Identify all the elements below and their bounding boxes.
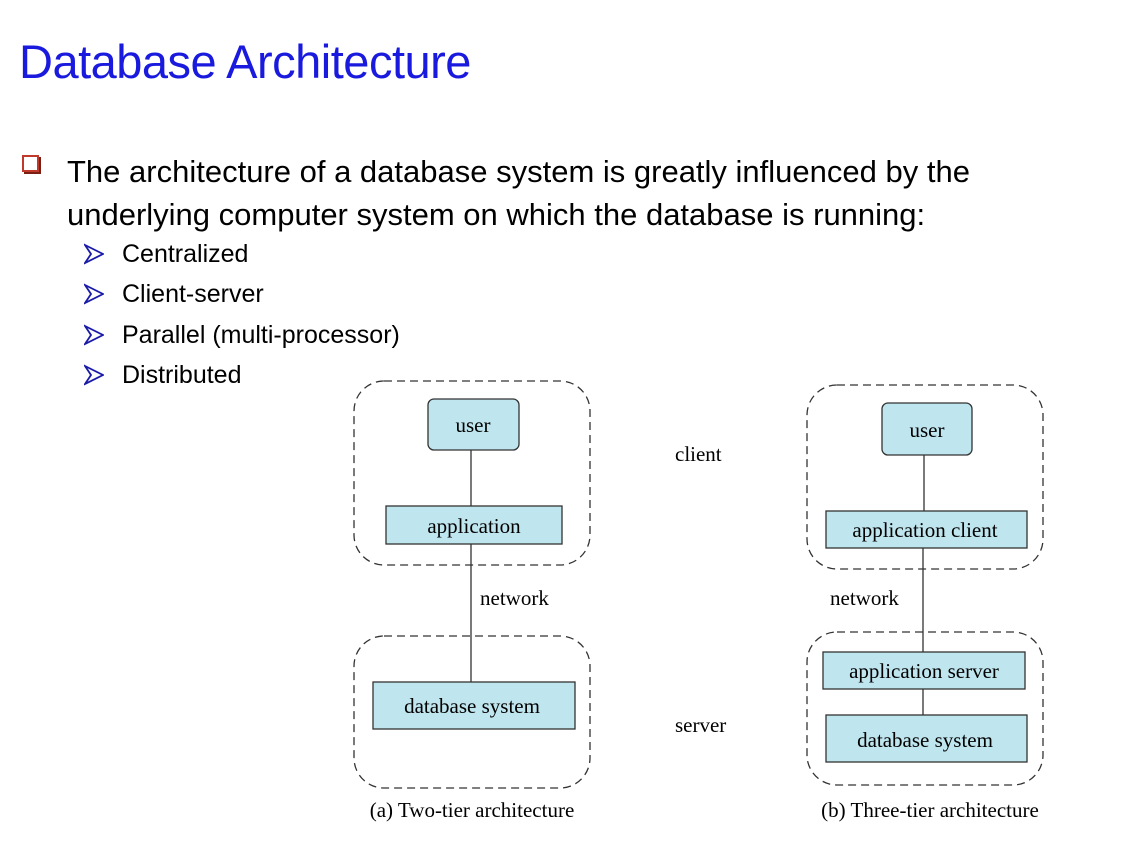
two-tier-user-label: user [456,413,491,437]
three-tier-app-server-box [822,651,1026,690]
arrow-bullet-icon [84,364,104,386]
two-tier-database-box [372,681,576,730]
arrow-bullet-icon [84,324,104,346]
sub-item-label: Centralized [122,240,249,268]
two-tier-network-label: network [480,586,549,610]
two-tier-user-box [427,398,520,451]
two-tier-database-label: database system [404,694,540,718]
arrow-bullet-icon [84,283,104,305]
three-tier-network-label: network [830,586,899,610]
three-tier-caption: (b) Three-tier architecture [821,798,1039,822]
two-tier-server-region [353,635,591,789]
three-tier-app-client-label: application client [852,518,997,542]
sub-item-label: Distributed [122,361,242,389]
three-tier-app-client-box [825,510,1028,549]
three-tier-user-label: user [910,418,945,442]
three-tier-app-server-label: application server [849,659,999,683]
arrow-bullet-icon [84,243,104,265]
page-title: Database Architecture [19,35,471,88]
three-tier-client-region [806,384,1044,570]
three-tier-user-box [881,402,973,456]
square-bullet-icon [22,155,39,172]
three-tier-database-label: database system [857,728,993,752]
client-label: client [675,442,722,466]
main-bullet-text: The architecture of a database system is… [67,154,970,232]
sub-item-label: Client-server [122,280,264,308]
two-tier-caption: (a) Two-tier architecture [370,798,575,822]
two-tier-client-region [353,380,591,566]
sub-item-label: Parallel (multi-processor) [122,321,400,349]
server-label: server [675,713,726,737]
two-tier-application-label: application [427,514,521,538]
two-tier-application-box [385,505,563,545]
three-tier-database-box [825,714,1028,763]
